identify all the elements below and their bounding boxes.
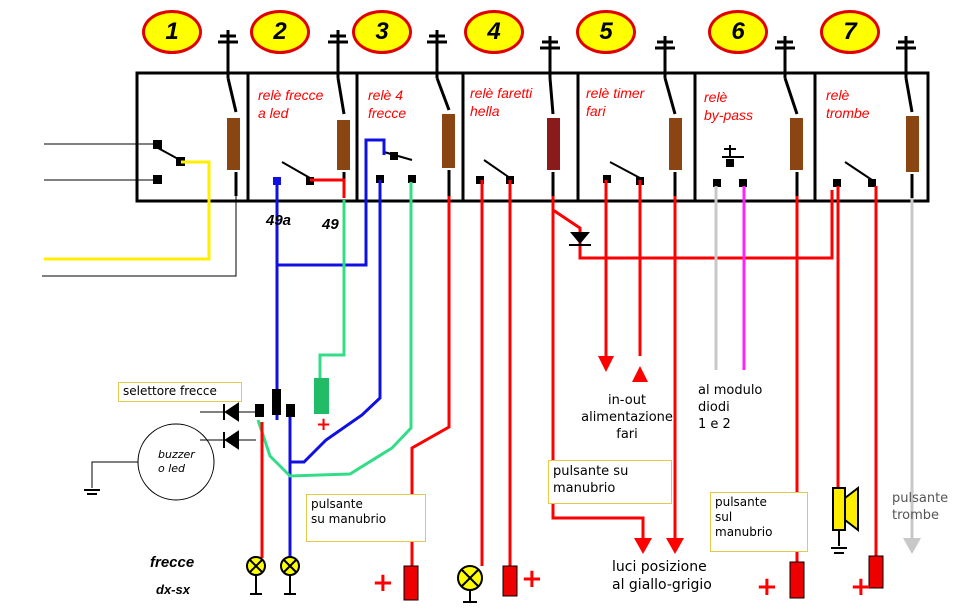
- pulsante-5-box: pulsante su manubrio: [548, 460, 672, 504]
- terminal-49a: 49a: [266, 212, 292, 229]
- relay-label-6: relè by-pass: [704, 89, 754, 123]
- relay-label-4: relè faretti hella: [470, 85, 533, 119]
- inout-label: in-out alimentazione fari: [581, 393, 673, 442]
- relay-label-7: relè trombe: [826, 87, 870, 121]
- relay-number-7: 7: [820, 10, 880, 54]
- modulo-diodi-label: al modulo diodi 1 e 2: [698, 383, 763, 432]
- luci-posizione-label: luci posizione al giallo-grigio: [612, 559, 712, 593]
- relay-box-outline: [135, 71, 930, 203]
- plus-relay4: +: [521, 564, 543, 594]
- green-wires: [256, 182, 413, 478]
- input-wires: [42, 143, 237, 277]
- relay-number-6: 6: [708, 10, 768, 54]
- buzzer-label: buzzer o led: [158, 448, 195, 475]
- frecce-title: frecce: [150, 554, 195, 571]
- relay-label-2: relè frecce a led: [258, 87, 324, 121]
- relay-number-3: 3: [352, 10, 412, 54]
- diode-symbol: [569, 232, 591, 246]
- relay-dividers: [246, 73, 817, 201]
- frecce-sub: dx-sx: [156, 582, 190, 597]
- red-wires: [260, 178, 878, 566]
- selector-switch: [200, 389, 295, 450]
- plus-green-connector: +: [316, 414, 332, 435]
- arrow-heads: [598, 356, 921, 554]
- green-connector: [314, 378, 329, 414]
- pulsante-3-box: pulsante su manubrio: [306, 494, 426, 542]
- relay-number-2: 2: [250, 10, 310, 54]
- buzzer-ground-wire: [91, 461, 138, 488]
- yellow-wire: [44, 160, 211, 261]
- pulsante-6-box: pulsante sul manubrio: [710, 492, 808, 552]
- plus-relay3: +: [372, 568, 394, 598]
- relay-label-3: relè 4 frecce: [368, 87, 407, 121]
- ground-symbol-buzzer: [84, 489, 100, 495]
- relay-number-4: 4: [464, 10, 524, 54]
- relay-number-5: 5: [576, 10, 636, 54]
- pulsante-trombe-label: pulsante trombe: [892, 491, 949, 523]
- relay-number-1: 1: [142, 10, 202, 54]
- bottom-fuses: [403, 555, 884, 601]
- terminal-49: 49: [322, 216, 339, 233]
- bulbs: [246, 556, 483, 603]
- relay-coils: [227, 114, 919, 172]
- horn-symbol: [831, 485, 859, 554]
- selettore-box: selettore frecce: [118, 382, 242, 402]
- plus-relay6: +: [756, 572, 778, 602]
- relay-label-5: relè timer fari: [586, 85, 645, 119]
- relay-switches: [153, 140, 876, 187]
- plus-relay7: +: [850, 572, 872, 602]
